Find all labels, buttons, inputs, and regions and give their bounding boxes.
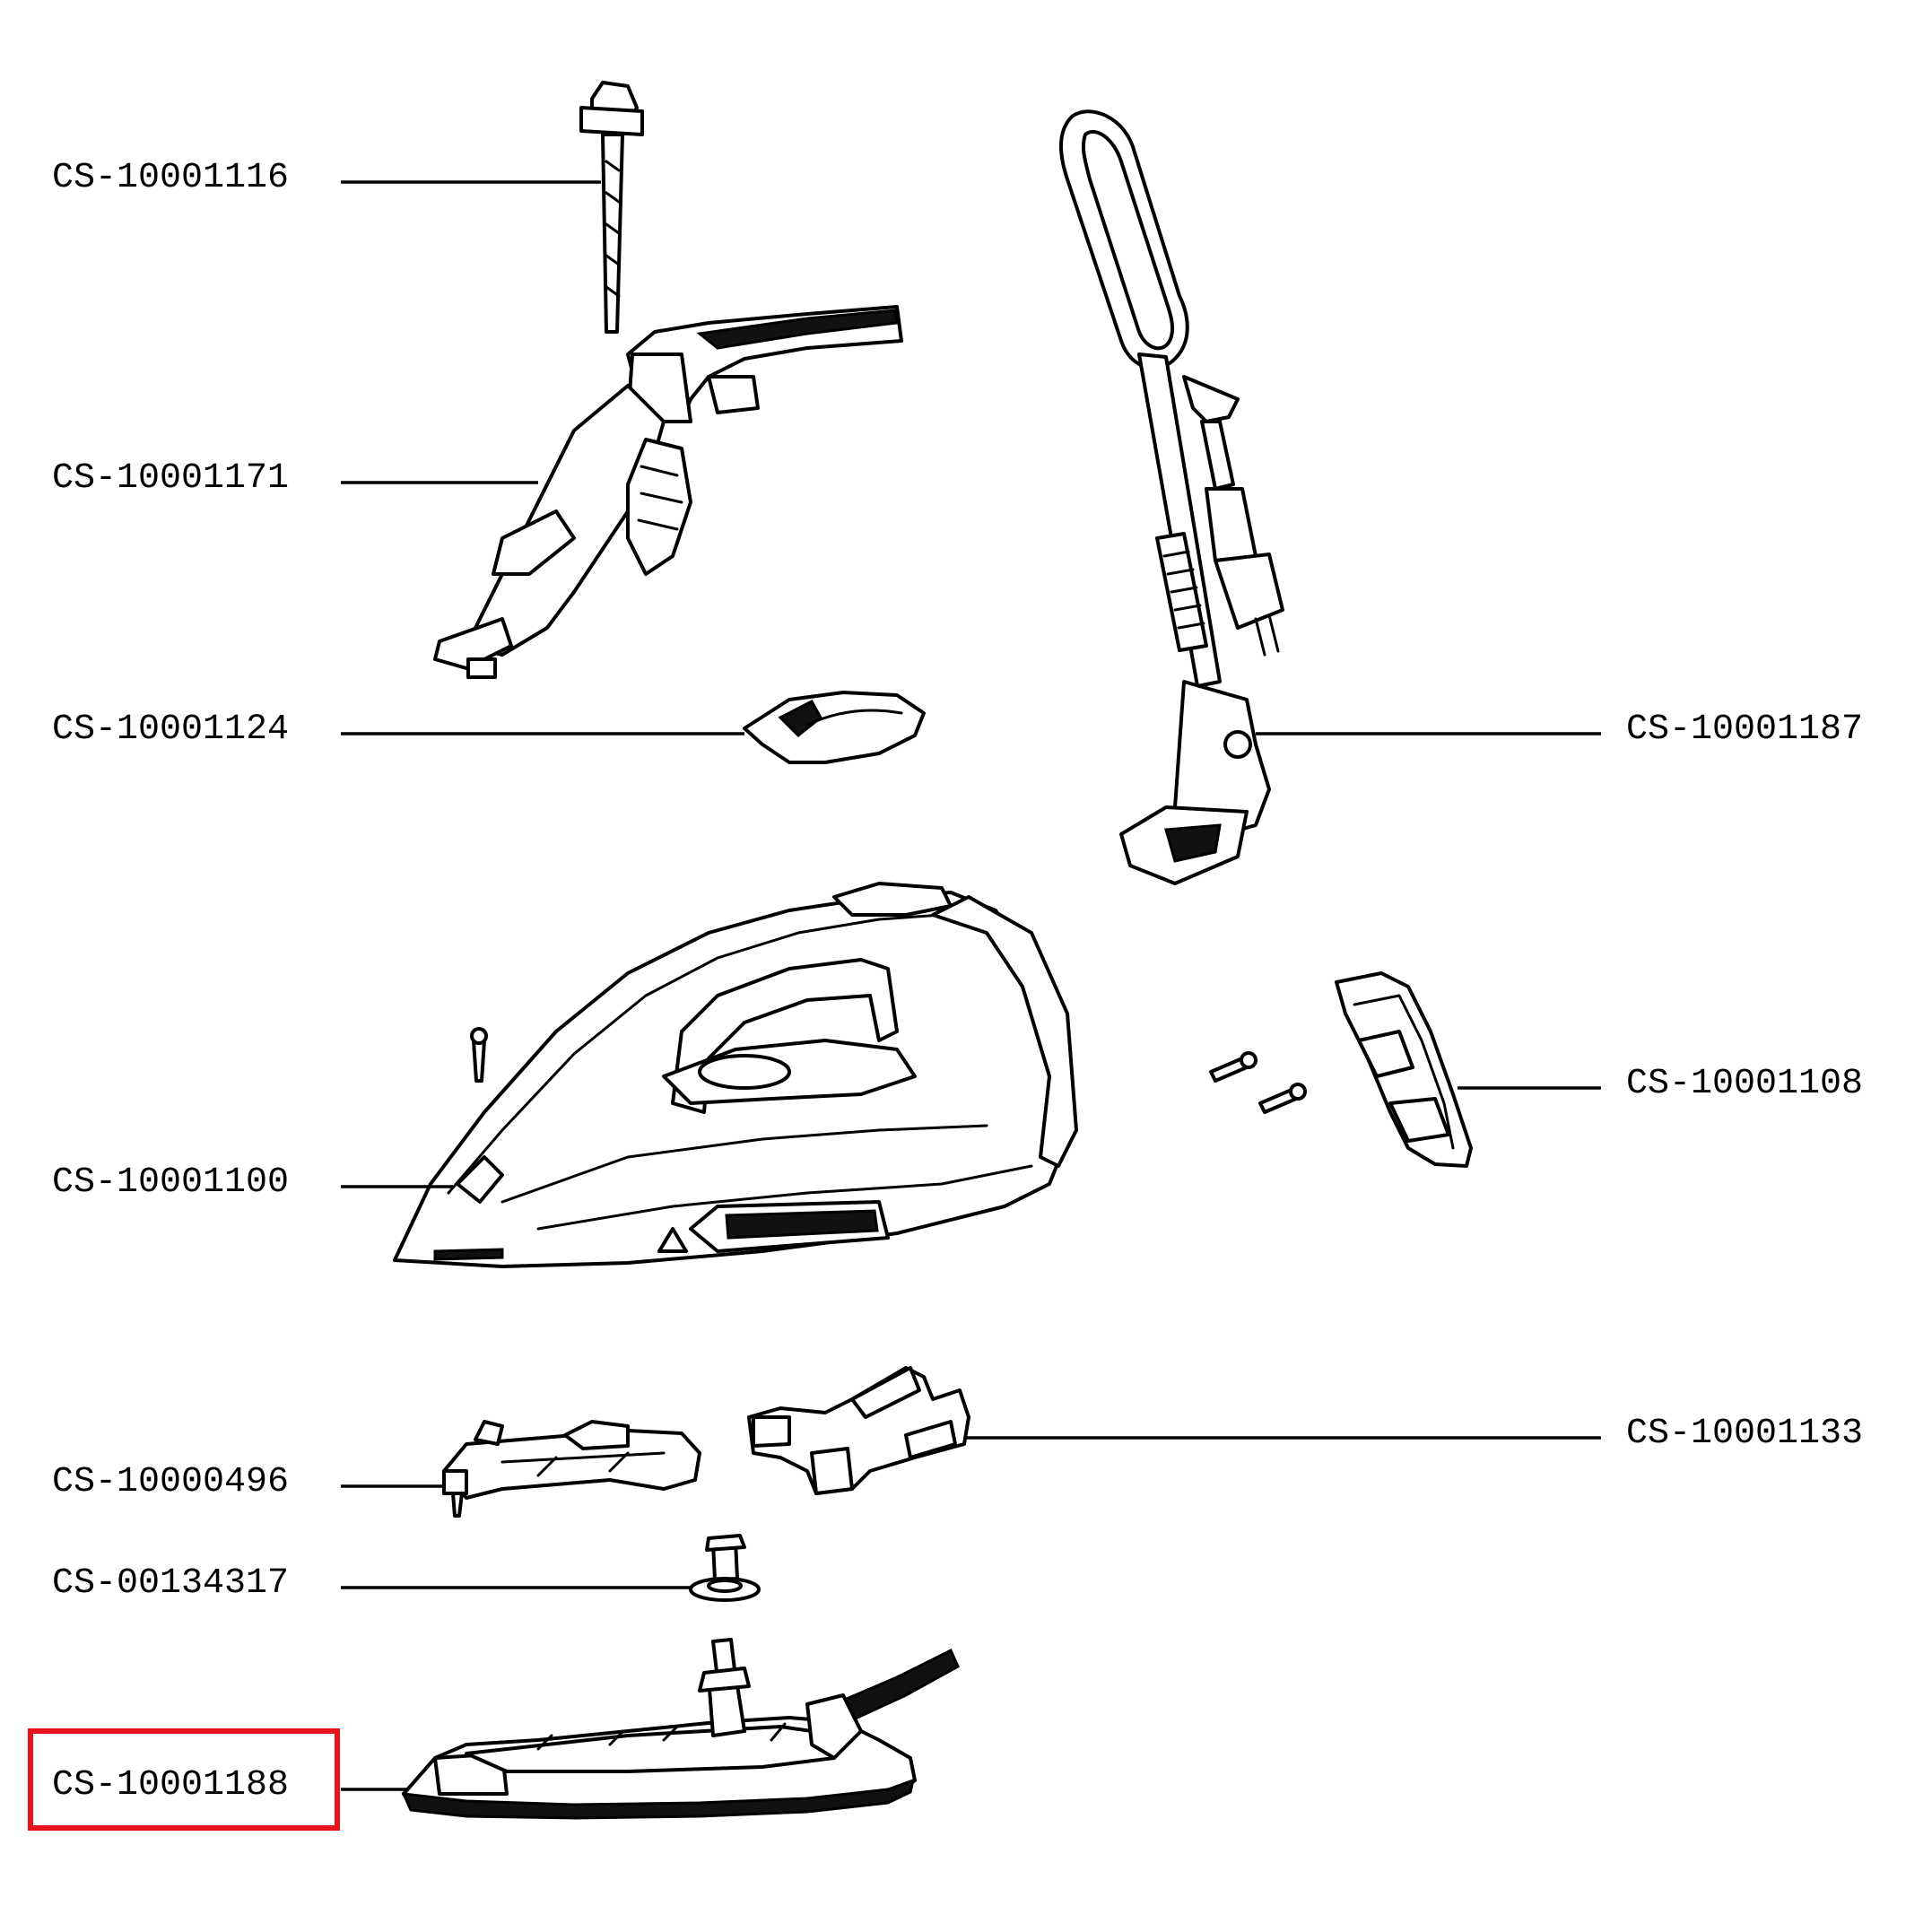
leader-lines [341, 180, 1601, 1791]
part-label-cs-10001116[interactable]: CS-10001116 [52, 158, 289, 198]
part-label-cs-10001108[interactable]: CS-10001108 [1626, 1064, 1863, 1104]
anti-calc-valve-drawing [689, 1534, 761, 1602]
power-cord-drawing [1059, 109, 1284, 885]
soleplate-drawing [401, 1638, 960, 1820]
part-label-cs-10001100[interactable]: CS-10001100 [52, 1162, 289, 1203]
part-label-cs-10001124[interactable]: CS-10001124 [52, 709, 289, 750]
part-label-cs-10001133[interactable]: CS-10001133 [1626, 1414, 1863, 1454]
pump-assembly-drawing [442, 1420, 701, 1518]
part-label-cs-10001188[interactable]: CS-10001188 [52, 1765, 289, 1806]
part-label-cs-10001187[interactable]: CS-10001187 [1626, 709, 1863, 750]
part-labels: CS-10001116 CS-10001171 CS-10001124 CS-1… [52, 158, 1863, 1806]
housing-shell-drawing [393, 882, 1078, 1268]
rear-cover-drawing [1209, 971, 1473, 1168]
highlight-box-selected-part [28, 1728, 340, 1831]
handle-top-drawing [433, 305, 903, 679]
part-label-cs-10000496[interactable]: CS-10000496 [52, 1462, 289, 1502]
part-label-cs-00134317[interactable]: CS-00134317 [52, 1563, 289, 1604]
part-label-cs-10001171[interactable]: CS-10001171 [52, 458, 289, 499]
thermostat-knob-drawing [743, 691, 926, 764]
cord-connector-drawing [747, 1366, 970, 1495]
handle-button-drawing [579, 81, 644, 334]
